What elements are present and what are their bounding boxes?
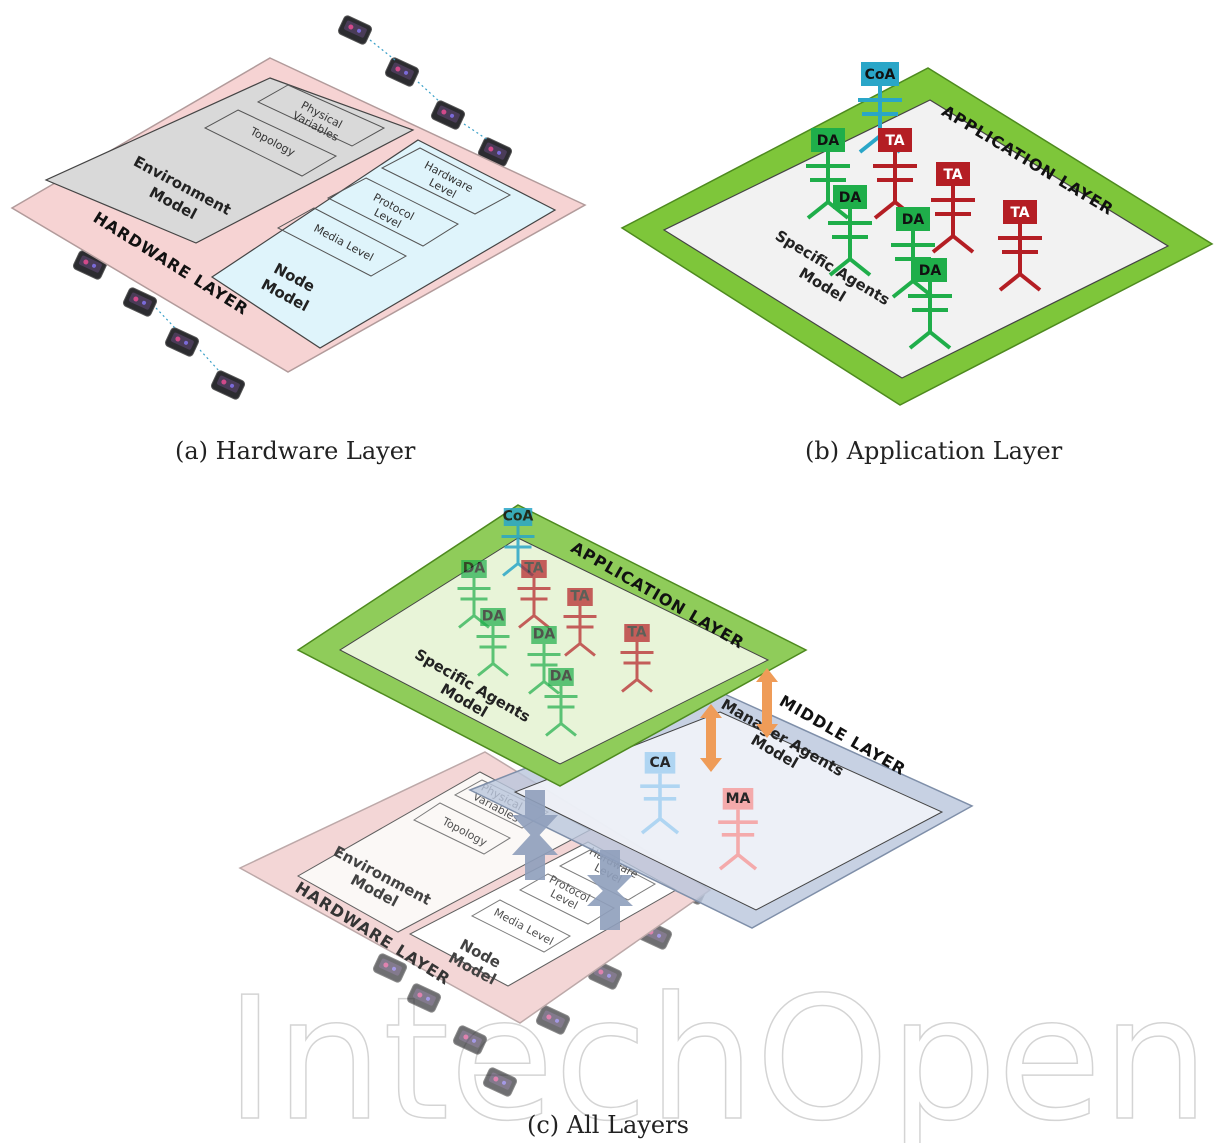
agent-ta-label: TA (885, 133, 904, 149)
specific-agents-model-region-c (338, 537, 770, 765)
agent-ta: TA (873, 128, 917, 220)
agent-da-label: DA (482, 609, 505, 625)
agent-da: DA (457, 560, 491, 629)
agent-ca-label: CA (649, 755, 670, 771)
agent-coa-label: CoA (865, 67, 896, 83)
topology-box (203, 109, 338, 177)
sensor-links (155, 39, 489, 373)
protocol-level-box (326, 177, 460, 247)
agent-ta-label: TA (943, 167, 962, 183)
physical-variables-box (256, 84, 386, 147)
agent-ta-label: TA (1010, 205, 1029, 221)
agent-coa-label: CoA (503, 509, 534, 525)
agent-ta: TA (563, 588, 597, 657)
agent-da-label: DA (463, 561, 486, 577)
agent-da-label: DA (817, 133, 840, 149)
caption-c: (c) All Layers (527, 1111, 689, 1139)
agents-group-b: CoA TA TA TA DA DA DA DA (806, 62, 1042, 350)
agent-ta-label: TA (570, 589, 589, 605)
agent-da: DA (891, 207, 935, 299)
agent-coa: CoA (858, 62, 902, 154)
watermark: IntechOpen (225, 961, 1209, 1143)
bidirectional-arrow-icon (700, 668, 778, 772)
hardware-layer-diagram-a: Physical Variables Topology Environment … (10, 14, 587, 401)
agent-da: DA (828, 185, 872, 277)
agent-da-label: DA (902, 212, 925, 228)
caption-a: (a) Hardware Layer (175, 437, 416, 465)
bidirectional-arrow-icon (512, 790, 633, 930)
hardware-level-box (380, 147, 512, 215)
agent-da-label: DA (919, 263, 942, 279)
agent-ta-label: TA (524, 561, 543, 577)
agent-ca: CA (640, 752, 680, 835)
agent-da: DA (544, 668, 578, 737)
agent-coa: CoA (501, 508, 535, 577)
agent-da-label: DA (839, 190, 862, 206)
agent-ta: TA (998, 200, 1042, 292)
agent-ta: TA (931, 162, 975, 254)
agent-ta-label: TA (627, 625, 646, 641)
media-level-box (276, 207, 408, 277)
application-layer-diagram-b: APPLICATION LAYER Specific Agents Model … (620, 62, 1214, 406)
agent-da-label: DA (550, 669, 573, 685)
agent-da: DA (476, 608, 510, 677)
agent-da: DA (806, 128, 850, 220)
caption-b: (b) Application Layer (805, 437, 1063, 465)
agent-ta: TA (620, 624, 654, 693)
agent-da-label: DA (533, 627, 556, 643)
agents-group-c: CoA TA TA TA DA DA DA DA CA MA (457, 508, 758, 871)
specific-agents-model-region (662, 99, 1170, 379)
agent-da: DA (527, 626, 561, 695)
agent-da: DA (908, 258, 952, 350)
agent-ta: TA (517, 560, 551, 629)
agent-ma-label: MA (726, 791, 751, 807)
environment-model-region (44, 77, 415, 244)
agent-ma: MA (718, 788, 758, 871)
